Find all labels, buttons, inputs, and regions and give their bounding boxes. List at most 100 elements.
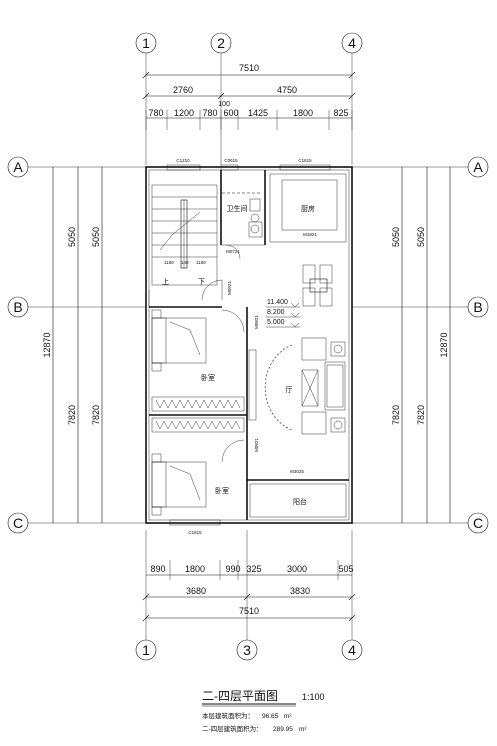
top-dimensions: 7510 2760 4750 100 780 1200 780 600 1425… [142,63,356,130]
left-axis-markers: A B C [7,156,146,534]
room-label-bathroom: 卫生间 [227,204,248,213]
area-value-2: 289.95 [273,726,293,733]
bed-2 [151,461,207,508]
balcony: 阳台 [249,483,347,518]
dim-top-600: 600 [223,108,238,118]
dim-bottom-890: 890 [150,564,165,574]
elevation-8200: 8.200 [267,309,285,316]
axis-label-2-top: 2 [217,35,225,51]
area-label-2: 二-四层建筑面积为： [202,724,263,733]
armchair-top [301,337,327,361]
bathroom: 卫生间 [225,198,263,260]
bedroom-2: 卧室 [151,417,245,516]
staircase: 1180 140 1180 上 下 [151,184,223,301]
dim-top-1425: 1425 [248,108,268,118]
elevation-markers: 11.400 8.200 5.000 [266,299,300,328]
area-value-1: 96.65 [262,713,279,720]
label-m1821: M1821 [303,232,317,237]
dim-top-1200: 1200 [174,108,194,118]
label-c1815-top: C1815 [298,158,312,163]
bedroom-1: 卧室 [151,309,245,412]
label-c1210: C1210 [176,158,190,163]
label-m0921: M0921 [227,281,232,295]
axis-label-B-right: B [473,299,482,315]
area-unit-2: m² [299,726,307,733]
bottom-axis-markers: 1 3 4 [135,639,363,661]
tv-cabinet [248,349,257,421]
plan-title: 二-四层平面图 [202,689,278,703]
dim-left-5050a: 5050 [67,227,77,247]
area-unit-1: m² [284,713,292,720]
room-label-bedroom1: 卧室 [201,373,215,382]
stair-down-label: 下 [198,278,205,286]
dim-bottom-3000: 3000 [287,564,307,574]
dim-bottom-325: 325 [246,564,261,574]
window-c1210 [166,164,201,171]
room-label-kitchen: 厨房 [301,204,315,213]
dim-right-5050a: 5050 [391,227,401,247]
label-c1815-bottom: C1815 [188,530,202,535]
sofa [324,361,346,411]
living-hall: 厅 [248,337,346,435]
elevation-5000: 5.000 [267,319,285,326]
toilet-icon [249,198,261,212]
stair-dim-140: 140 [181,260,189,265]
kitchen: 厨房 [269,173,347,243]
bottom-dimensions: 890 1800 990 325 3000 505 3680 3830 7510 [142,530,356,640]
dim-top-780a: 780 [148,108,163,118]
axis-label-B-left: B [13,299,22,315]
label-m0821-upper: M0821 [254,315,259,329]
dim-top-780b: 780 [202,108,217,118]
top-axis-markers: 1 2 4 [135,32,363,165]
dim-left-7820b: 7820 [91,405,101,425]
dining-table [302,264,333,307]
dim-right-5050b: 5050 [416,227,426,247]
axis-label-C-left: C [13,515,23,531]
right-axis-markers: A B C [352,156,489,534]
dim-bottom-3680: 3680 [186,586,206,596]
room-label-hall: 厅 [286,386,293,394]
coffee-table [301,369,319,407]
label-m3025: M3025 [290,469,304,474]
dim-top-total: 7510 [239,63,259,73]
room-label-balcony: 阳台 [293,497,307,506]
window-door-labels: C1210 C0615 C1815 C1815 M0721 M1821 M092… [176,158,317,535]
sink-icon [248,221,263,238]
dim-bottom-total: 7510 [239,606,259,616]
axis-label-1-bottom: 1 [142,642,150,658]
axis-label-4-top: 4 [348,35,356,51]
axis-label-A-left: A [13,159,23,175]
dim-bottom-990: 990 [225,564,240,574]
dim-left-5050b: 5050 [91,227,101,247]
title-block: 二-四层平面图 1:100 本层建筑面积为： 96.65 m² 二-四层建筑面积… [202,689,325,733]
dim-top-4750: 4750 [277,85,297,95]
armchair-bottom [301,411,327,435]
dim-right-12870: 12870 [439,332,449,357]
dim-left-7820a: 7820 [67,405,77,425]
dim-top-100: 100 [218,101,230,108]
axis-label-C-right: C [473,515,483,531]
stair-up-label: 上 [162,277,169,286]
plan-scale: 1:100 [302,692,325,702]
stair-dim-1180a: 1180 [164,260,174,265]
axis-label-A-right: A [473,159,483,175]
left-dimensions: 12870 5050 5050 7820 7820 [42,167,103,523]
building-walls [145,164,353,526]
room-label-bedroom2: 卧室 [215,486,229,495]
dim-top-2760: 2760 [173,85,193,95]
label-m0821-lower: M0821 [254,438,259,452]
window-c1815-bottom [169,519,221,526]
axis-label-1-top: 1 [142,35,150,51]
dim-top-825: 825 [333,108,348,118]
dim-bottom-505: 505 [338,564,353,574]
dim-bottom-3830: 3830 [290,586,310,596]
dim-bottom-1800: 1800 [185,564,205,574]
wardrobe-1 [151,396,245,412]
dim-left-12870: 12870 [42,332,52,357]
right-dimensions: 5050 5050 12870 7820 7820 [391,167,451,523]
dim-right-7820a: 7820 [391,405,401,425]
label-m0721: M0721 [226,249,240,254]
wardrobe-2 [151,417,245,433]
axis-label-4-bottom: 4 [348,642,356,658]
bed-1 [151,317,207,364]
